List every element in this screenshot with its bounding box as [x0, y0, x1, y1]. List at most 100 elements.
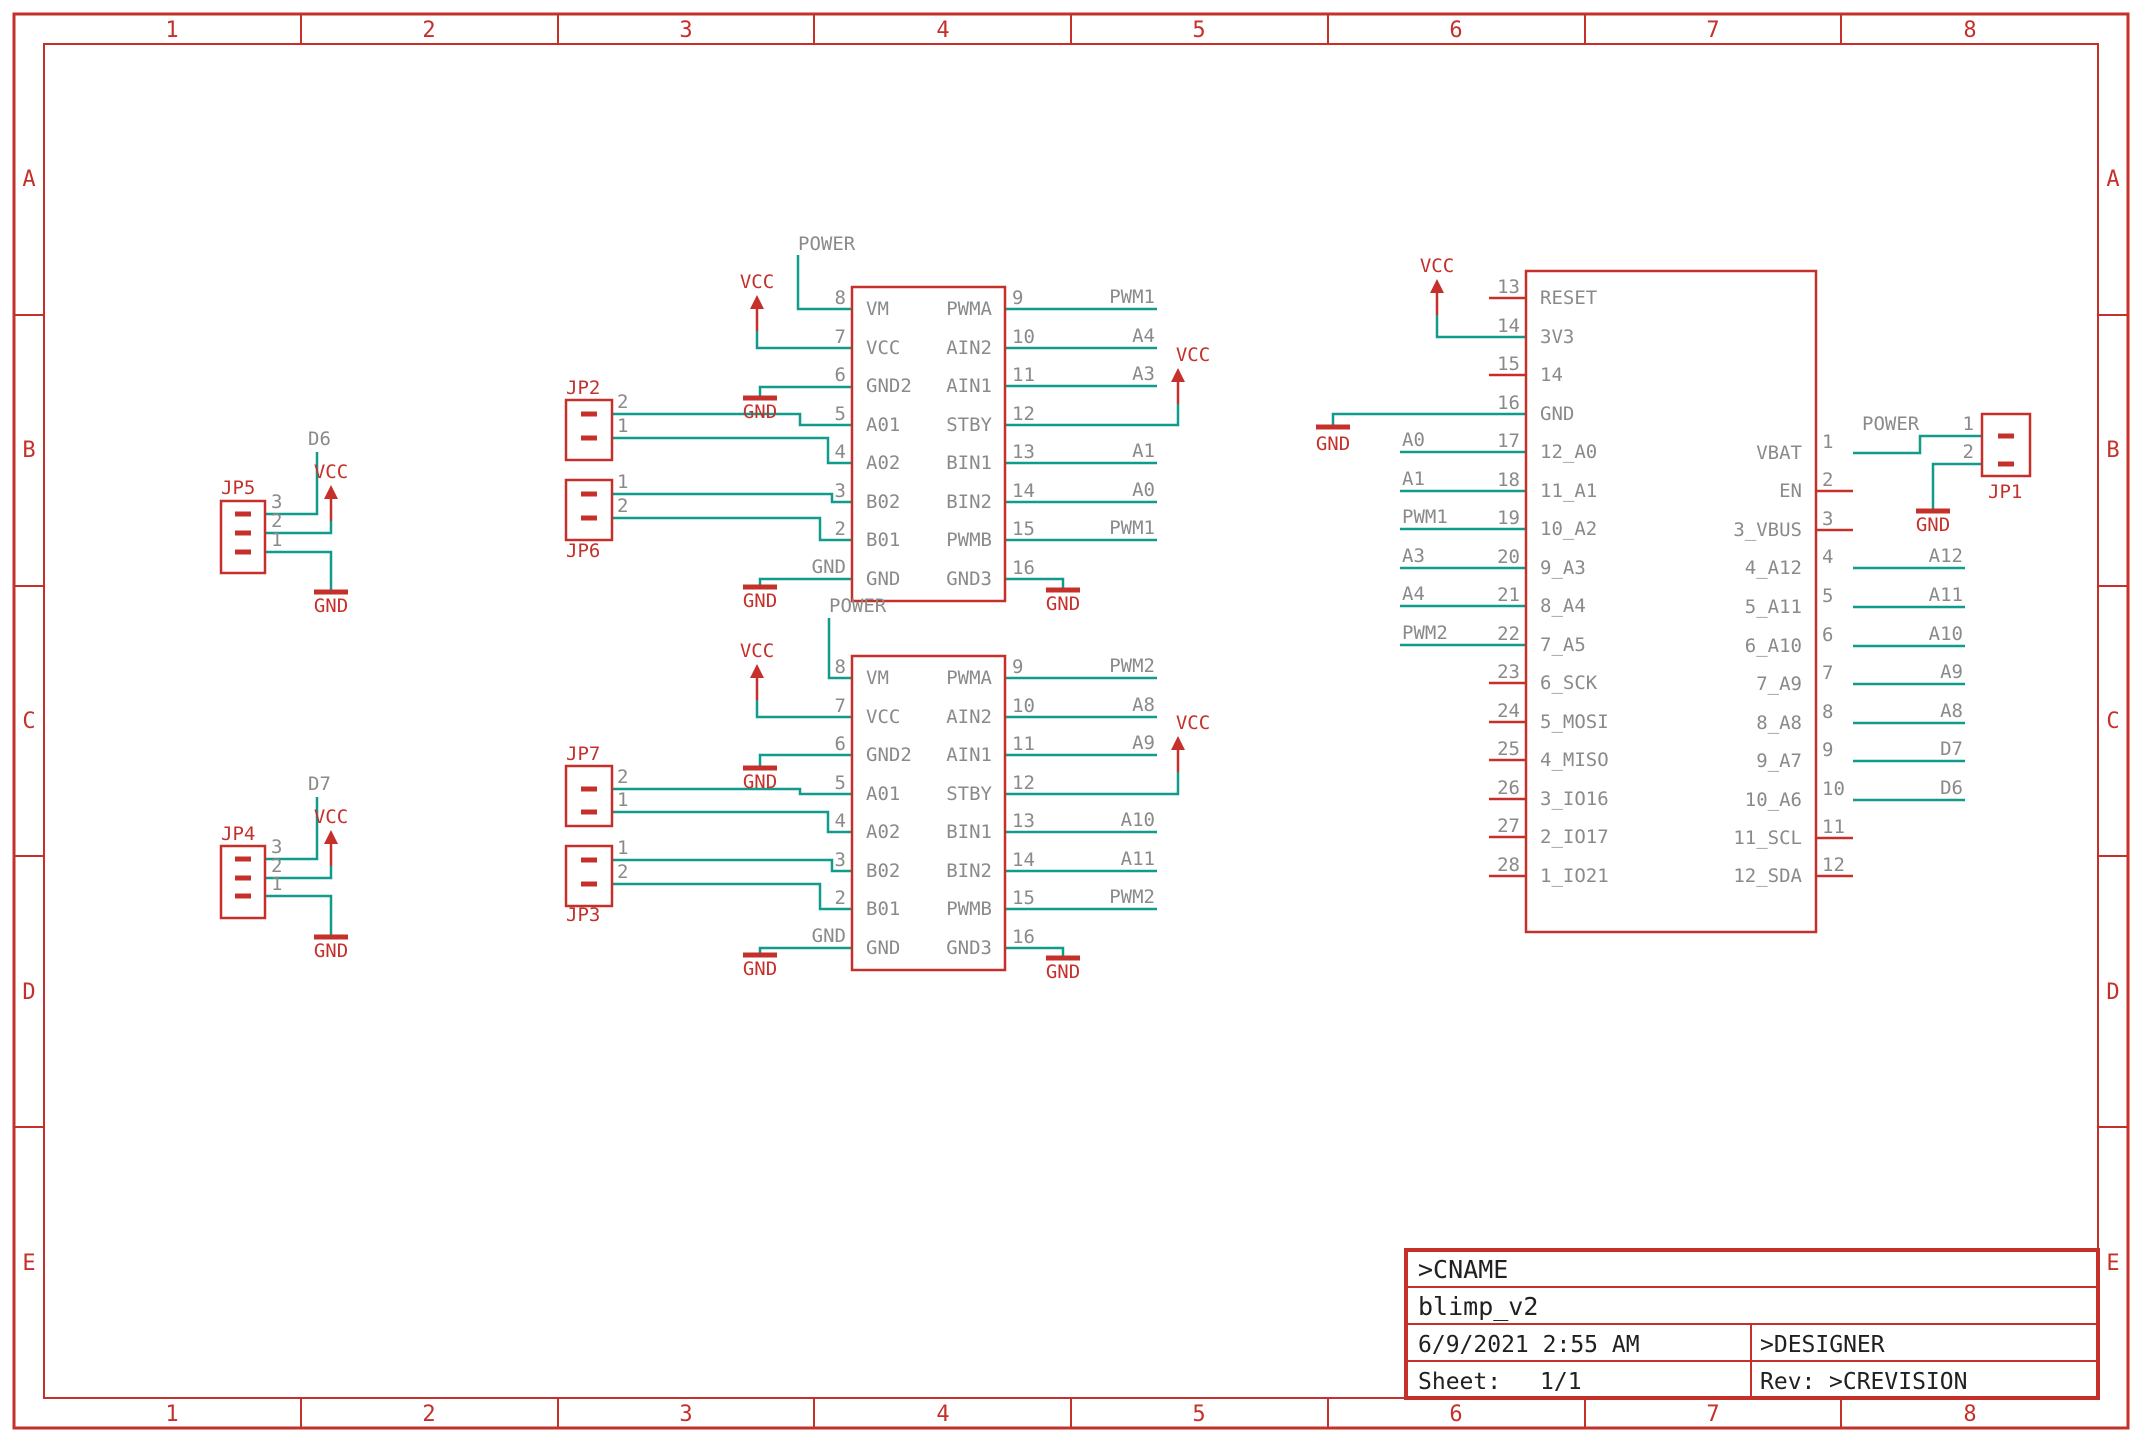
- pin-name: GND3: [946, 568, 992, 590]
- connector-jp4: JP4 3 2 1 D7 VCC GND: [219, 773, 348, 962]
- supply-label: VCC: [314, 806, 348, 828]
- pin-number: 2: [1963, 441, 1974, 463]
- connector-pin-pads: [235, 856, 251, 899]
- gnd-bar: [314, 395, 1950, 961]
- title-block: >CNAME blimp_v2 6/9/2021 2:55 AM >DESIGN…: [1404, 1248, 2100, 1400]
- pin-number: 1: [617, 415, 628, 437]
- frame-row-label: D: [22, 980, 35, 1005]
- pin-number: 2: [617, 391, 628, 413]
- pin-number: 9: [1012, 656, 1023, 678]
- title-block-designer: >DESIGNER: [1760, 1332, 1885, 1358]
- supply-label: GND: [743, 958, 777, 980]
- connector-pin-pads: [1998, 433, 2014, 467]
- net-label: PWM2: [1109, 655, 1155, 677]
- supply-label: GND: [1316, 433, 1350, 455]
- supply-label: GND: [1046, 593, 1080, 615]
- pin-name: 10_A2: [1540, 518, 1597, 540]
- supply-label: GND: [1916, 514, 1950, 536]
- connector-jp1: JP1 1 2: [1963, 412, 2032, 503]
- pin-number: 12: [1822, 854, 1845, 876]
- pin-number: 2: [271, 855, 282, 877]
- pin-name: 4_A12: [1745, 557, 1802, 579]
- pin-number: 6: [1822, 624, 1833, 646]
- pin-name: 5_A11: [1745, 596, 1802, 618]
- connector-outline: [219, 844, 267, 920]
- net-wires: [265, 255, 1982, 956]
- frame-row-label: A: [22, 167, 35, 192]
- net-label: A0: [1132, 479, 1155, 501]
- pin-stubs: [1489, 296, 1853, 878]
- connector-outline: [564, 478, 614, 542]
- pin-name: 11_SCL: [1733, 827, 1802, 849]
- connector-label: JP7: [566, 743, 600, 765]
- pin-number: 2: [617, 861, 628, 883]
- connector-pin-pads: [581, 491, 597, 521]
- pin-name: AIN1: [946, 744, 992, 766]
- pin-number: 15: [1012, 887, 1035, 909]
- pin-name: 3_VBUS: [1733, 519, 1802, 541]
- pin-number: 3: [271, 491, 282, 513]
- vcc-arrow-stem: [329, 293, 1439, 866]
- pin-name: VM: [866, 298, 889, 320]
- pin-name: GND: [866, 568, 900, 590]
- connector-label: JP3: [566, 904, 600, 926]
- pin-number: 12: [1012, 403, 1035, 425]
- pin-name: B01: [866, 898, 900, 920]
- net-label: D7: [1940, 738, 1963, 760]
- stub-segments: [1489, 296, 1853, 878]
- pin-number: 14: [1012, 849, 1035, 871]
- pin-name: 8_A8: [1756, 712, 1802, 734]
- pin-number: 4: [835, 441, 846, 463]
- pin-name: STBY: [946, 783, 992, 805]
- microcontroller: 13 14 15 16 17 18 19 20 21 22 23 24 25 2…: [1316, 255, 1963, 934]
- pin-number: 24: [1497, 700, 1520, 722]
- connector-outline: [564, 398, 614, 462]
- pin-number: 5: [835, 772, 846, 794]
- ic-outline: [1524, 269, 1818, 934]
- pin-number: 3: [835, 480, 846, 502]
- pin-number: 28: [1497, 854, 1520, 876]
- net-label: A10: [1121, 809, 1155, 831]
- pin-name: A01: [866, 783, 900, 805]
- connector-label: JP6: [566, 540, 600, 562]
- net-label: D6: [308, 428, 331, 450]
- pin-number: 1: [271, 873, 282, 895]
- pin-name: B02: [866, 491, 900, 513]
- pin-name: 14: [1540, 364, 1563, 386]
- frame-column-label: 5: [1192, 1402, 1205, 1427]
- pin-number: 1: [1822, 431, 1833, 453]
- connector-pin-pads: [581, 411, 597, 441]
- pin-name: VBAT: [1756, 442, 1802, 464]
- frame-column-label: 4: [936, 18, 949, 43]
- supply-label: GND: [314, 595, 348, 617]
- frame-column-label: 8: [1963, 1402, 1976, 1427]
- pin-number: 3: [1822, 508, 1833, 530]
- pin-number: 15: [1497, 353, 1520, 375]
- net-label: PWM2: [1402, 622, 1448, 644]
- frame-column-label: 1: [165, 18, 178, 43]
- connector-jp3: JP3 1 2: [564, 837, 628, 926]
- supply-label: GND: [743, 401, 777, 423]
- pin-number: 10: [1012, 695, 1035, 717]
- pin-name: 6_SCK: [1540, 672, 1598, 694]
- pin-number: 16: [1012, 926, 1035, 948]
- frame-row-label: B: [22, 438, 35, 463]
- net-label: A11: [1121, 848, 1155, 870]
- pin-number: 3: [271, 836, 282, 858]
- pin-name: GND3: [946, 937, 992, 959]
- pin-name: AIN2: [946, 337, 992, 359]
- pin-number: 16: [1497, 392, 1520, 414]
- supply-label: GND: [314, 940, 348, 962]
- frame-row-label: B: [2106, 438, 2119, 463]
- net-label: A10: [1929, 623, 1963, 645]
- pin-name: BIN2: [946, 491, 992, 513]
- pin-name: 10_A6: [1745, 789, 1802, 811]
- title-block-rev-label: Rev:: [1760, 1369, 1815, 1395]
- net-label: D7: [308, 773, 331, 795]
- pin-name: B02: [866, 860, 900, 882]
- pin-name: VM: [866, 667, 889, 689]
- pin-number: 6: [835, 733, 846, 755]
- pin-name: RESET: [1540, 287, 1597, 309]
- frame-column-label: 2: [422, 18, 435, 43]
- ic-outline: [850, 654, 1007, 972]
